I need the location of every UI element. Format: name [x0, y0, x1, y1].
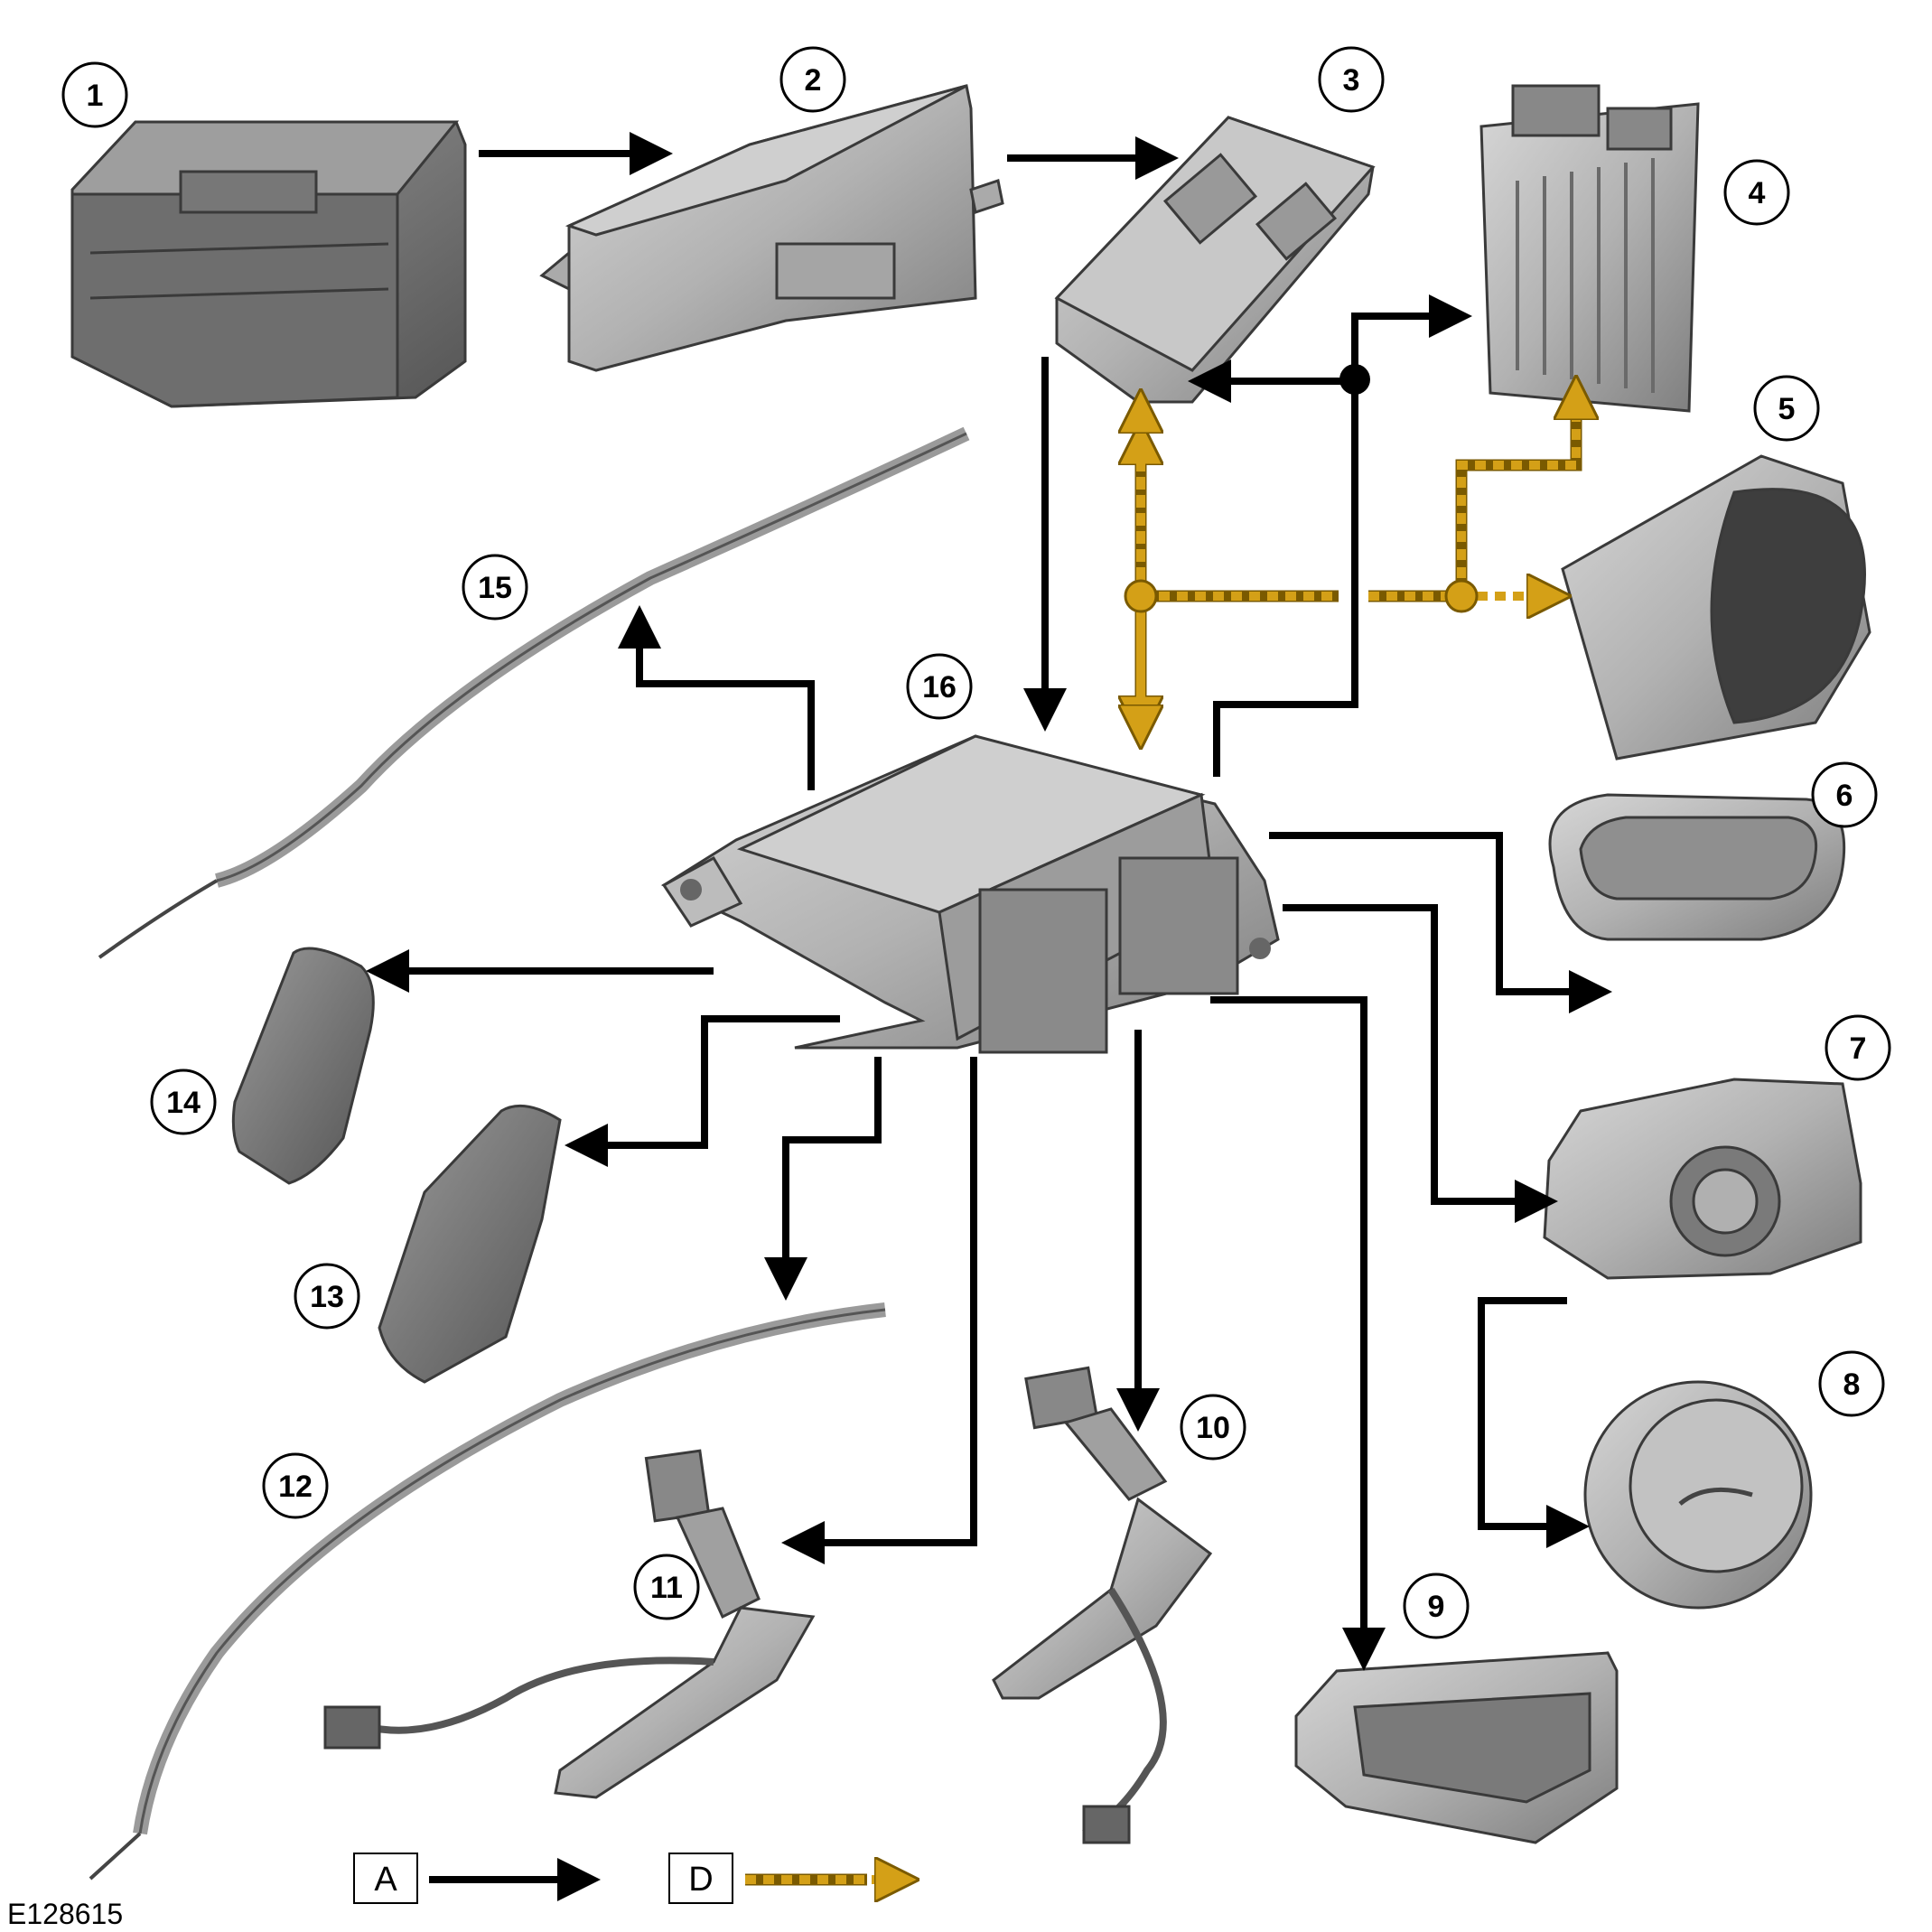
callout-10: 10 — [1180, 1394, 1246, 1461]
side-airbag-icon-14 — [231, 947, 375, 1185]
callout-label: 6 — [1836, 779, 1853, 813]
legend-letter-d: D — [688, 1861, 713, 1899]
callout-label: 12 — [278, 1470, 313, 1504]
callout-14: 14 — [150, 1069, 217, 1135]
restraints-control-module-icon — [660, 734, 1280, 1054]
callout-label: 13 — [310, 1280, 344, 1314]
battery-icon — [70, 120, 467, 408]
engine-control-module-icon — [1479, 84, 1700, 413]
callout-label: 5 — [1778, 392, 1796, 426]
curtain-airbag-icon-12 — [89, 1302, 886, 1881]
callout-2: 2 — [779, 46, 846, 113]
callout-label: 9 — [1428, 1590, 1445, 1624]
instrument-cluster-icon — [1561, 454, 1871, 761]
driver-airbag-icon — [1583, 1380, 1813, 1610]
legend-letter-a: A — [374, 1861, 397, 1899]
battery-junction-box-icon — [539, 84, 1004, 372]
callout-label: 16 — [922, 670, 957, 705]
callout-9: 9 — [1403, 1573, 1470, 1639]
callout-3: 3 — [1318, 46, 1385, 113]
can-junction-dot-1 — [1124, 579, 1158, 613]
clockspring-icon — [1543, 1078, 1862, 1280]
legend-hardwired: A — [353, 1853, 601, 1904]
hardwired-connections — [366, 132, 1612, 1671]
callout-label: 1 — [87, 79, 104, 113]
callout-label: 14 — [166, 1086, 201, 1120]
callout-4: 4 — [1723, 159, 1790, 226]
callout-label: 2 — [805, 63, 822, 98]
callout-12: 12 — [262, 1452, 329, 1519]
callout-label: 8 — [1843, 1367, 1861, 1402]
callout-label: 3 — [1343, 63, 1360, 98]
callout-16: 16 — [906, 653, 973, 720]
can-junction-dot-2 — [1444, 579, 1479, 613]
callout-8: 8 — [1818, 1350, 1885, 1417]
callout-15: 15 — [462, 554, 528, 621]
callout-11: 11 — [633, 1554, 700, 1620]
side-airbag-icon-13 — [378, 1104, 562, 1384]
figure-reference: E128615 — [7, 1898, 123, 1930]
callout-label: 11 — [650, 1571, 683, 1605]
callout-5: 5 — [1753, 375, 1820, 442]
callout-1: 1 — [61, 61, 128, 128]
passenger-airbag-icon — [1548, 793, 1846, 941]
curtain-airbag-icon-15 — [98, 426, 970, 959]
seatbelt-pretensioner-icon-10 — [992, 1366, 1213, 1844]
seatbelt-pretensioner-icon-11 — [323, 1449, 816, 1799]
callout-label: 15 — [478, 571, 512, 605]
junction-dot — [1339, 364, 1370, 395]
callout-label: 7 — [1850, 1031, 1867, 1066]
callout-6: 6 — [1811, 761, 1878, 828]
callout-7: 7 — [1825, 1014, 1891, 1081]
callout-label: 10 — [1196, 1411, 1230, 1445]
callout-label: 4 — [1749, 176, 1766, 210]
callout-13: 13 — [294, 1263, 360, 1330]
overhead-console-icon — [1294, 1651, 1619, 1844]
legend-can-bus: D — [668, 1853, 883, 1904]
